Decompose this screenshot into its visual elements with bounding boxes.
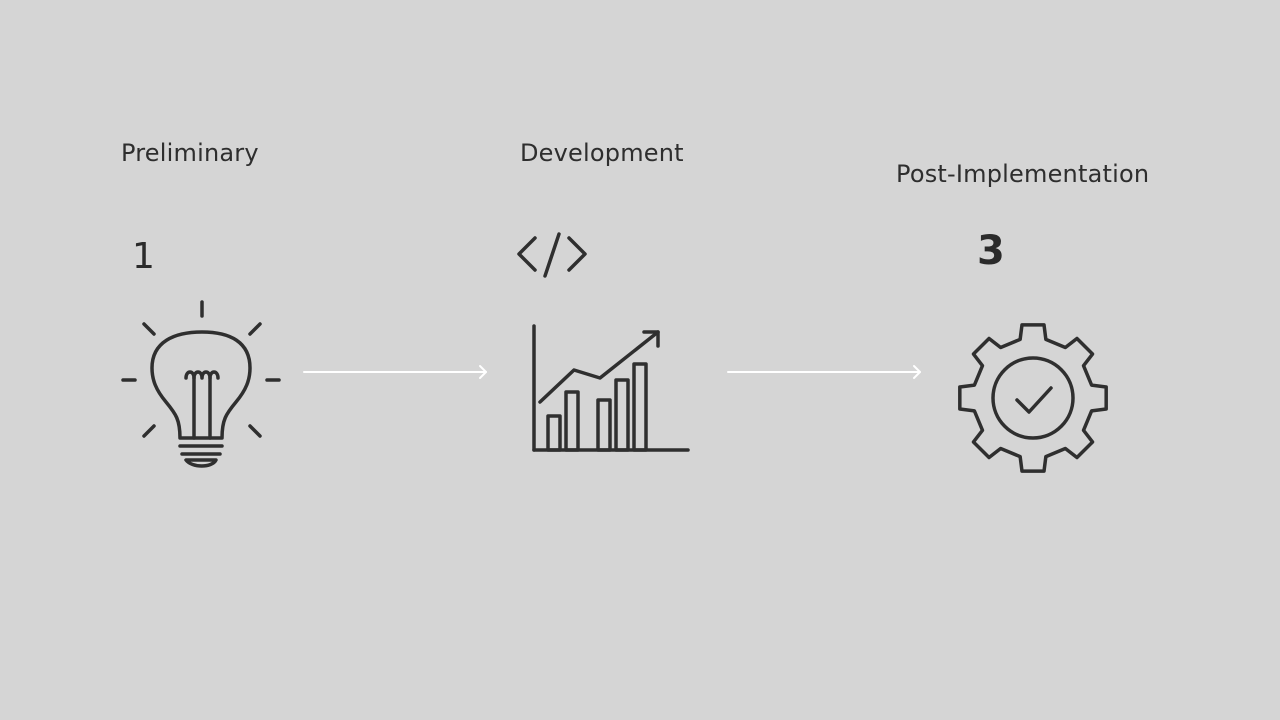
- code-brackets-icon: [517, 232, 587, 278]
- rising-bar-chart-icon: [532, 324, 690, 452]
- stage-number-one: 1: [132, 236, 155, 277]
- stage-title-development: Development: [520, 139, 684, 167]
- arrow-right-icon: [303, 365, 487, 379]
- lightbulb-icon: [121, 300, 281, 468]
- stage-title-post-implementation: Post-Implementation: [896, 160, 1150, 188]
- stage-title-preliminary: Preliminary: [121, 139, 259, 167]
- gear-check-icon: [958, 323, 1108, 473]
- stage-number-three: 3: [977, 228, 1005, 274]
- arrow-right-icon: [727, 365, 921, 379]
